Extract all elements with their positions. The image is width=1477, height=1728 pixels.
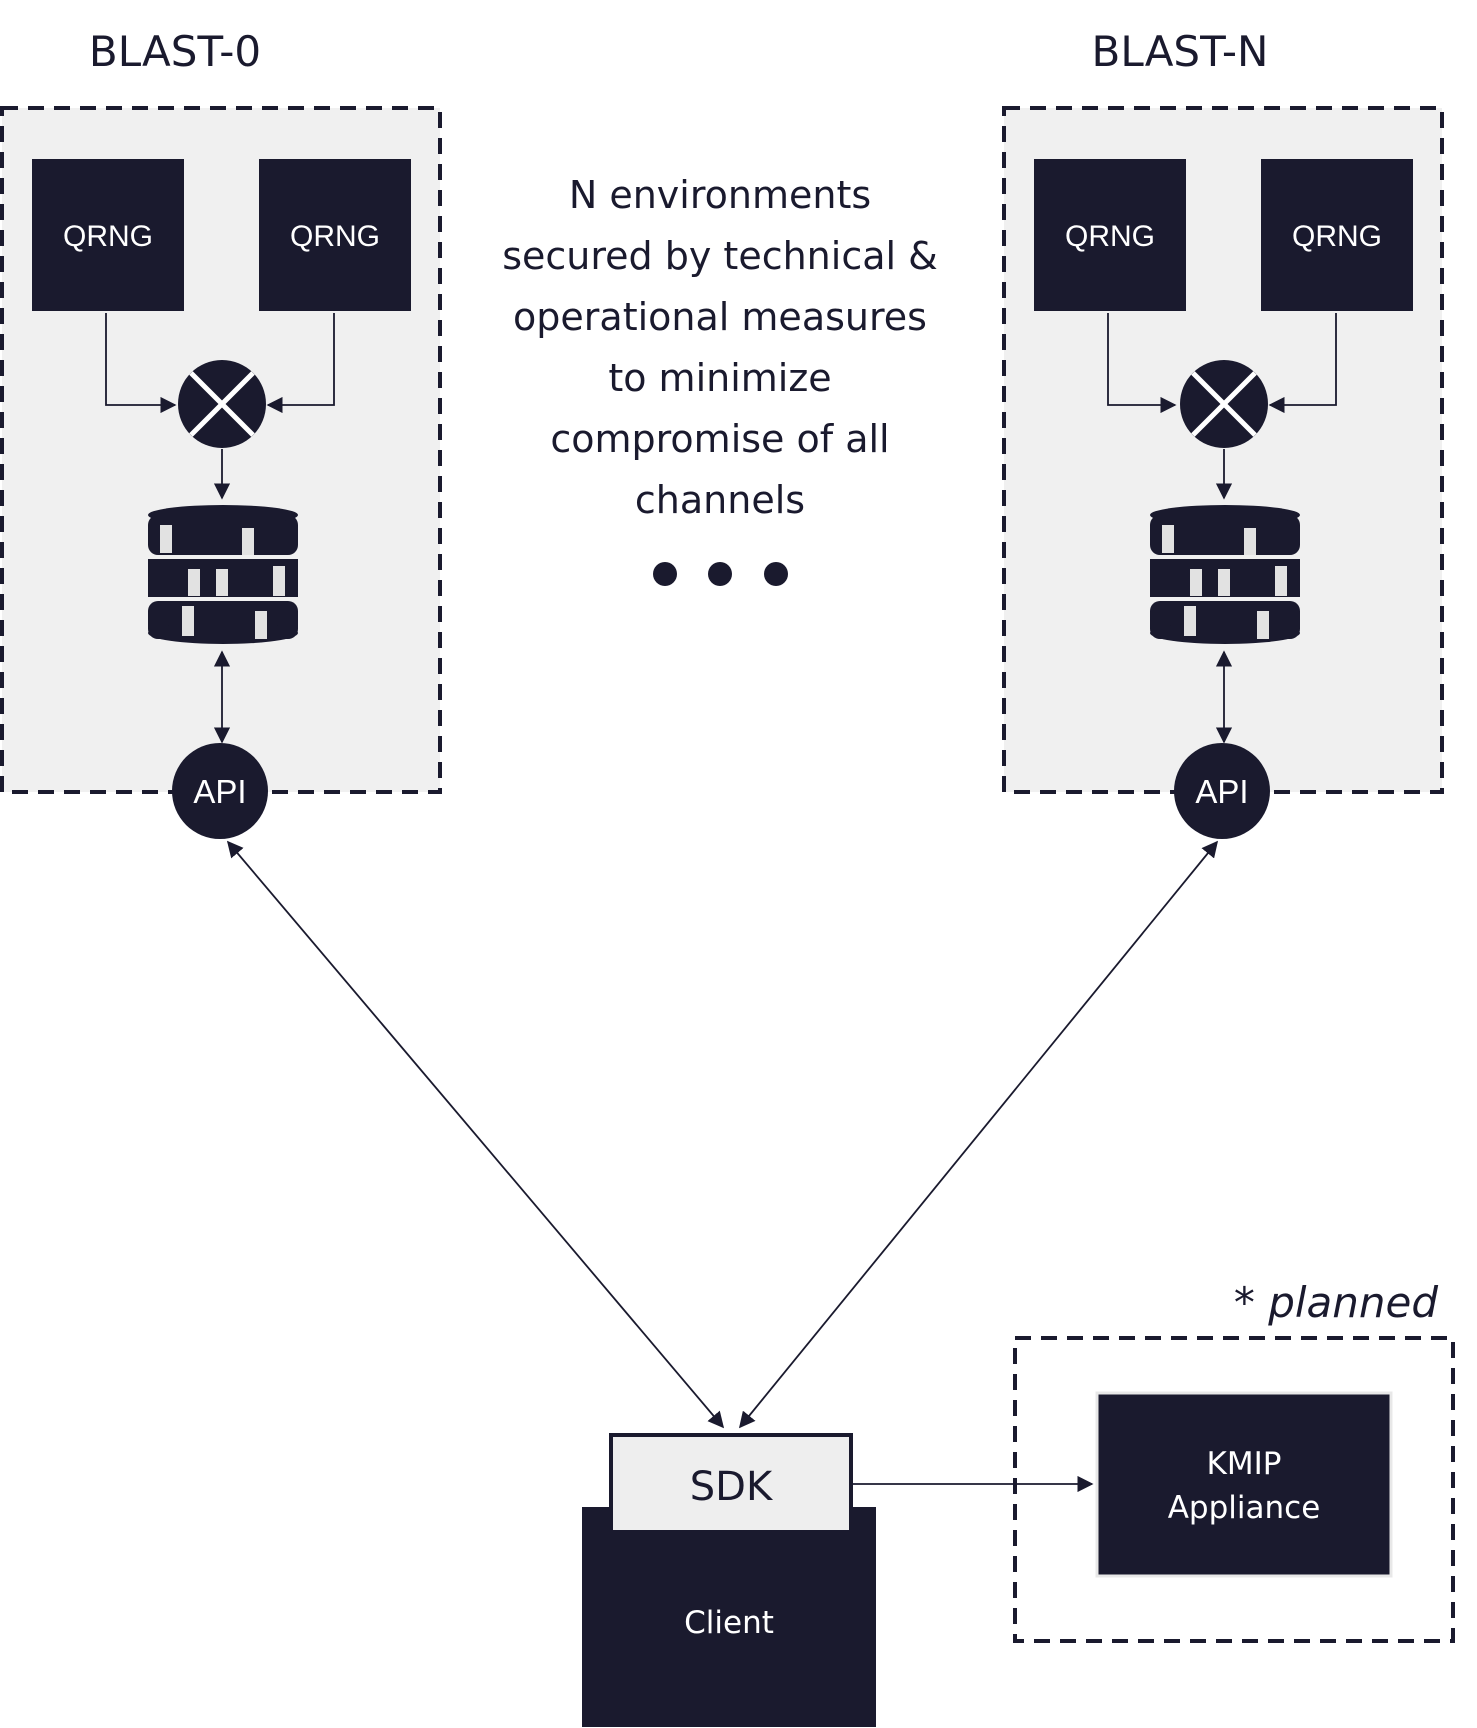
qrng-label: QRNG [290,220,380,253]
qrng-label: QRNG [63,220,153,253]
environment-title: BLAST-0 [89,27,261,76]
center-note-line: to minimize [608,356,831,400]
api-sdk-connection-arrow [738,840,1219,1429]
qrng-box[interactable]: QRNG [1261,159,1413,311]
center-note-line: secured by technical & [502,234,938,278]
qrng-box[interactable]: QRNG [259,159,411,311]
sdk-box[interactable] [609,1433,853,1534]
center-note-line: compromise of all [550,417,889,461]
sdk-block[interactable]: SDK [609,1433,853,1534]
client-block[interactable]: Client [582,1507,876,1727]
qrng-box[interactable]: QRNG [32,159,184,311]
center-note-line: channels [635,478,805,522]
api-label: API [1195,773,1248,810]
api-node[interactable]: API [172,743,268,839]
planned-boundary [1013,1336,1455,1643]
qrng-to-mixer-arrow [1107,313,1177,414]
qrng-to-mixer-arrow [1268,313,1337,414]
api-node[interactable]: API [1174,743,1270,839]
center-note: N environments secured by technical & op… [502,173,938,522]
qrng-to-mixer-arrow [105,313,177,414]
kmip-appliance-box[interactable]: KMIP Appliance [1095,1391,1393,1578]
qrng-label: QRNG [1065,220,1155,253]
planned-note: * planned [1234,1278,1438,1327]
client-box[interactable] [582,1507,876,1727]
center-note-line: N environments [569,173,871,217]
database-icon [148,505,298,644]
qrng-label: QRNG [1292,220,1382,253]
qrng-box[interactable]: QRNG [1034,159,1186,311]
kmip-appliance-label: KMIP [1207,1446,1282,1482]
environment-blast-0: BLAST-0 QRNG QRNG [0,27,442,839]
qrng-to-mixer-arrow [266,313,335,414]
planned-section: * planned KMIP Appliance [1013,1278,1455,1643]
sdk-label: SDK [690,1464,774,1510]
api-label: API [193,773,246,810]
database-icon [1150,505,1300,644]
xor-circle-icon [1180,360,1268,448]
ellipsis-dots-icon [653,562,788,586]
xor-circle-icon [178,360,266,448]
kmip-appliance-label: Appliance [1168,1490,1321,1526]
environment-title: BLAST-N [1092,27,1269,76]
client-label: Client [684,1605,774,1641]
center-note-line: operational measures [513,295,927,339]
environment-blast-n: BLAST-N QRNG QRNG [1002,27,1444,839]
api-sdk-connection-arrow [226,840,725,1429]
